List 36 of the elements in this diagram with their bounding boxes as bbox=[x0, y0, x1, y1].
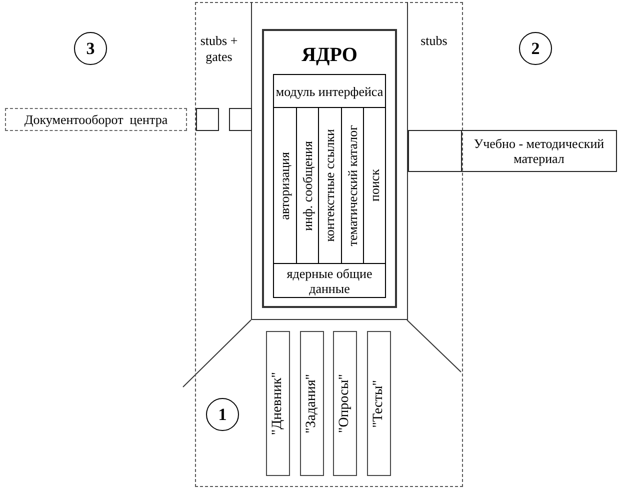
module-cell bbox=[273, 74, 386, 108]
gate-box bbox=[229, 108, 252, 131]
module-name: "Опросы" bbox=[337, 374, 353, 433]
core-title: ЯДРО bbox=[302, 43, 358, 67]
module-name: инф. сообщения bbox=[300, 140, 316, 230]
external-system-box bbox=[5, 108, 187, 131]
core-box bbox=[262, 29, 397, 308]
gate-box bbox=[196, 108, 219, 131]
external-system-box bbox=[461, 130, 617, 172]
module-name: поиск bbox=[366, 169, 382, 202]
number-circle bbox=[519, 32, 552, 65]
stubs-label: stubs + gates bbox=[199, 33, 239, 65]
box-label: Учебно - методический материал bbox=[472, 136, 606, 166]
callout-number: 3 bbox=[86, 41, 95, 56]
box-label: модуль интерфейса bbox=[276, 84, 384, 98]
module-name: тематический каталог bbox=[344, 124, 360, 246]
module-name: "Тесты" bbox=[371, 380, 387, 428]
module-box bbox=[367, 331, 391, 476]
module-name: "Дневник" bbox=[270, 372, 286, 436]
callout-number: 2 bbox=[531, 41, 540, 56]
core-column-frame bbox=[251, 2, 408, 320]
stubs-label: stubs bbox=[420, 33, 448, 49]
module-box bbox=[300, 331, 324, 476]
number-circle bbox=[74, 32, 107, 65]
module-name: авторизация bbox=[277, 152, 293, 220]
dashed-region-frame bbox=[195, 2, 463, 487]
box-label: Документооборот центра bbox=[24, 112, 168, 127]
box-label: ядерные общие данные bbox=[286, 266, 374, 296]
module-cell bbox=[273, 263, 386, 298]
number-circle bbox=[206, 398, 239, 431]
callout-number: 1 bbox=[218, 407, 227, 422]
module-name: контекстные ссылки bbox=[322, 129, 338, 242]
module-name: "Задания" bbox=[304, 374, 320, 434]
module-box bbox=[333, 331, 357, 476]
stub-box bbox=[408, 130, 462, 172]
module-box bbox=[266, 331, 290, 476]
